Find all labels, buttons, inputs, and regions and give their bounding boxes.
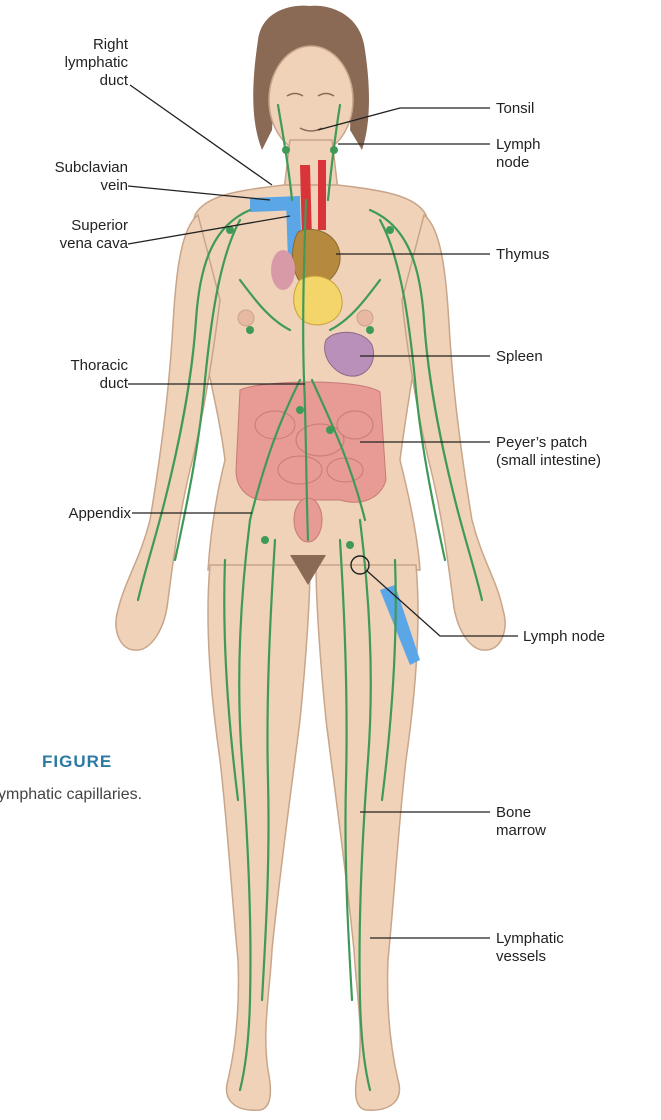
lymph-node-dot bbox=[282, 146, 290, 154]
right-nipple bbox=[357, 310, 373, 326]
label-thoracic-duct: Thoracic duct bbox=[70, 357, 128, 393]
label-right-lymphatic-duct: Right lymphatic duct bbox=[65, 36, 128, 90]
left-arm bbox=[116, 215, 220, 650]
label-subclavian-vein: Subclavian vein bbox=[55, 159, 128, 195]
caption-fragment: ymphatic capillaries. bbox=[0, 786, 142, 804]
lymph-node-dot bbox=[366, 326, 374, 334]
label-lymphatic-vessels: Lymphatic vessels bbox=[496, 930, 564, 966]
small-intestine-loop-3 bbox=[337, 411, 373, 439]
leader-right-lymphatic-duct bbox=[130, 85, 272, 185]
label-spleen: Spleen bbox=[496, 348, 543, 366]
label-lymph-node-groin: Lymph node bbox=[523, 628, 605, 646]
small-intestine-loop-2 bbox=[296, 424, 344, 456]
label-peyers-patch: Peyer’s patch (small intestine) bbox=[496, 434, 601, 470]
lymph-node-dot bbox=[386, 226, 394, 234]
lymph-node-dot bbox=[261, 536, 269, 544]
left-nipple bbox=[238, 310, 254, 326]
left-lung-node bbox=[271, 250, 295, 290]
figure-tag: FIGURE bbox=[42, 752, 112, 772]
lymph-node-dot bbox=[246, 326, 254, 334]
small-intestine-loop-4 bbox=[278, 456, 322, 484]
carotid-shape bbox=[318, 160, 326, 230]
lymph-node-dot bbox=[326, 426, 334, 434]
label-bone-marrow: Bone marrow bbox=[496, 804, 546, 840]
label-lymph-node-neck: Lymph node bbox=[496, 136, 540, 172]
small-intestine-loop-5 bbox=[327, 458, 363, 482]
lymph-node-dot bbox=[346, 541, 354, 549]
left-leg bbox=[208, 565, 310, 1110]
lymph-node-dot bbox=[330, 146, 338, 154]
label-appendix: Appendix bbox=[68, 505, 131, 523]
label-superior-vena-cava: Superior vena cava bbox=[60, 217, 128, 253]
right-leg bbox=[316, 565, 418, 1110]
label-thymus: Thymus bbox=[496, 246, 549, 264]
label-tonsil: Tonsil bbox=[496, 100, 534, 118]
head bbox=[269, 46, 353, 154]
lymph-node-dot bbox=[296, 406, 304, 414]
